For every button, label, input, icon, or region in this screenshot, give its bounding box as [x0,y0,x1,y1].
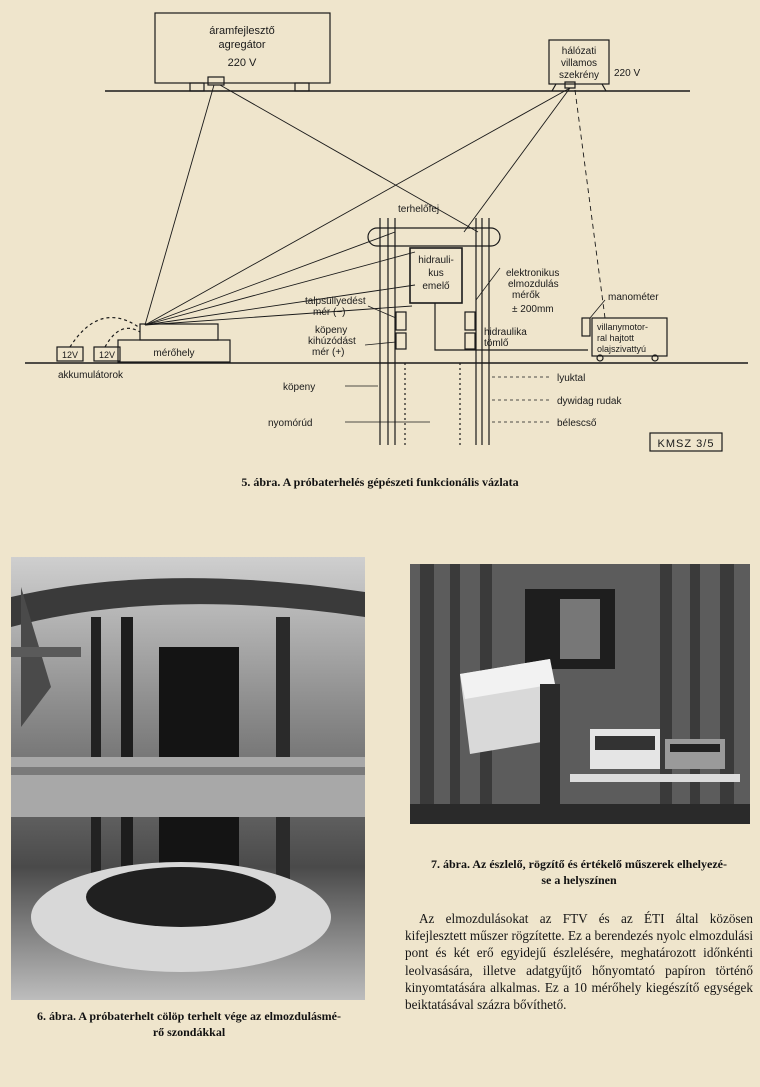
figure7-photo [410,564,750,824]
sensor-range-label: ± 200mm [512,304,554,315]
shaft-gauge-label-1: köpeny [315,325,347,336]
sensors-label-1: elektronikus [506,268,559,279]
figure6-caption: 6. ábra. A próbaterhelt cölöp terhelt vé… [8,1008,370,1040]
pressure-pipe-label: nyomórúd [268,418,312,429]
battery1-label: 12V [62,350,78,360]
shaft-gauge-label-3: mér (+) [312,347,345,358]
grout-hole-label: lyuktal [557,373,585,384]
jack-label-3: emelő [422,281,450,292]
cabinet-label-1: hálózati [562,46,596,57]
shell-label: köpeny [283,382,315,393]
figure5-caption: 5. ábra. A próbaterhelés gépészeti funkc… [241,475,519,489]
battery2-label: 12V [99,350,115,360]
pump-label-2: ral hajtott [597,333,635,343]
generator-label-2: agregátor [218,39,265,51]
figure7-caption: 7. ábra. Az észlelő, rögzítő és értékelő… [398,856,760,888]
shaft-gauge-label-2: kihúzódást [308,336,356,347]
stamp-box [649,432,723,452]
figure6-photo [11,557,365,1000]
batteries-label: akkumulátorok [58,370,124,381]
body-paragraph: Az elmozdulásokat az FTV és az ÉTI által… [405,911,753,1013]
load-head [367,227,501,247]
sensors-label-3: mérők [512,290,541,301]
generator-label-3: 220 V [228,57,257,69]
sensors-label-2: elmozdulás [508,279,559,290]
grid-voltage-label: 220 V [614,68,640,79]
figure7-caption-line2: se a helyszínen [541,873,617,887]
hose-label-2: tömlő [484,338,509,349]
figure6-caption-line1: 6. ábra. A próbaterhelt cölöp terhelt vé… [37,1009,341,1023]
figure5-diagram: áramfejlesztő agregátor 220 V hálózati v… [25,12,748,452]
tip-gauge-label-2: mér (−) [313,307,346,318]
cabinet-label-3: szekrény [559,70,599,81]
station-label: mérőhely [153,348,194,359]
pump-label-3: olajszivattyú [597,344,646,354]
figure7-caption-line1: 7. ábra. Az észlelő, rögzítő és értékelő… [430,857,727,871]
jack-label-2: kus [428,268,444,279]
casing-label: bélescső [557,418,597,429]
manometer-label: manométer [608,292,659,303]
figure6-caption-line2: rő szondákkal [152,1025,226,1039]
generator-label-1: áramfejlesztő [209,25,274,37]
pump-label-1: villanymotor- [597,322,648,332]
generator-box [154,12,331,84]
stamp-label: KMSZ 3/5 [658,438,715,450]
grid-cabinet-box [548,39,610,85]
hose-label-1: hidraulika [484,327,527,338]
hydraulic-jack [409,247,463,304]
pump-box [591,317,668,357]
cabinet-label-2: villamos [561,58,597,69]
tip-gauge-label-1: talpsüllyedést [305,296,366,307]
jack-label-1: hidrauli- [418,255,454,266]
dywidag-label: dywidag rudak [557,396,622,407]
load-head-label: terhelőfej [398,204,439,215]
